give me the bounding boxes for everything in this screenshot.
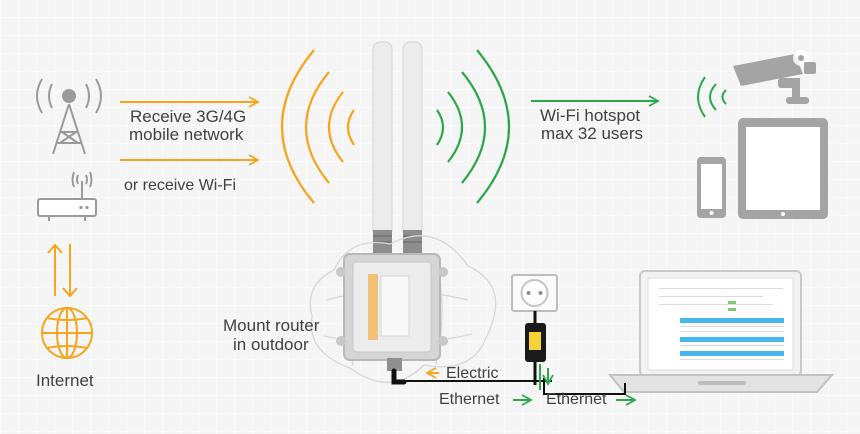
camera-icon [733, 50, 816, 104]
receive-label-line-2: mobile network [129, 126, 243, 143]
mount-label-line-1: Mount router [223, 317, 319, 334]
internet-label: Internet [36, 372, 94, 389]
globe-icon [42, 308, 92, 358]
wifi-router-icon [38, 172, 96, 221]
cable-lines [404, 364, 625, 394]
green-device-waves [698, 77, 726, 117]
ethernet-label-2: Ethernet [546, 391, 606, 408]
wall-socket-icon [512, 275, 557, 311]
router-antennas [373, 42, 422, 254]
receive-label-line-1: Receive 3G/4G [130, 108, 246, 125]
tablet-icon [738, 118, 828, 219]
ethernet-label-1: Ethernet [439, 391, 499, 408]
phone-icon [697, 157, 726, 218]
wifi-receive-label: or receive Wi-Fi [124, 177, 236, 194]
mount-label-line-2: in outdoor [233, 336, 309, 353]
hotspot-label-line-2: max 32 users [541, 125, 643, 142]
electric-label: Electric [446, 365, 498, 382]
green-signal-waves [437, 50, 509, 203]
exchange-arrows-icon [48, 244, 77, 296]
hotspot-label-line-1: Wi-Fi hotspot [540, 107, 640, 124]
power-adapter-icon [525, 311, 546, 385]
orange-signal-waves [282, 50, 354, 203]
laptop-screen [654, 281, 790, 369]
cell-tower-icon [37, 79, 101, 154]
